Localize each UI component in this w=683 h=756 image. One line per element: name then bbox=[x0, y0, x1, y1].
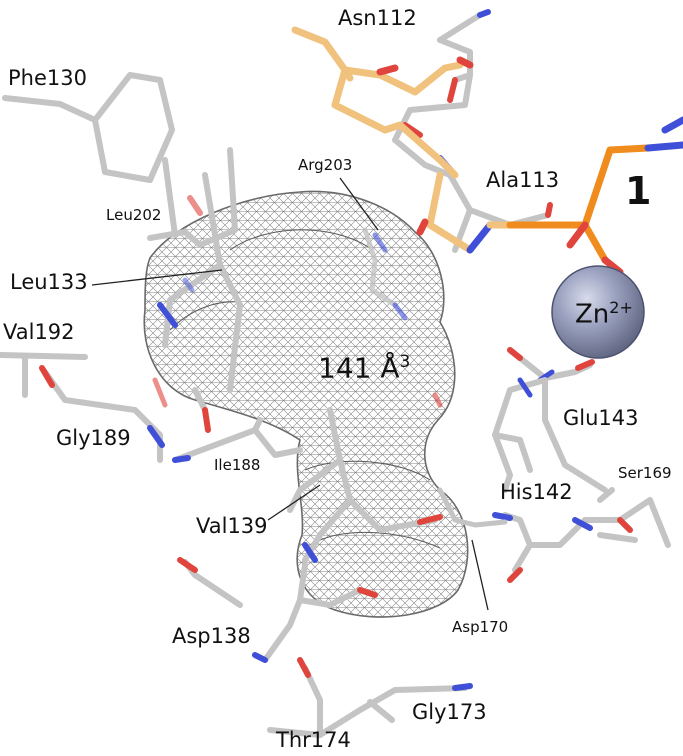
label-asn112: Asn112 bbox=[338, 6, 417, 30]
leu133-residue bbox=[157, 172, 243, 433]
asp138-residue bbox=[177, 557, 378, 663]
label-asp138: Asp138 bbox=[172, 624, 251, 648]
label-pocket-volume: 141 Å3 bbox=[318, 354, 410, 382]
leader-val139 bbox=[267, 484, 321, 521]
label-ser169: Ser169 bbox=[618, 464, 672, 482]
leader-asp170 bbox=[471, 539, 489, 611]
label-ala113: Ala113 bbox=[486, 168, 560, 192]
glu143-residue bbox=[507, 347, 608, 493]
label-zinc: Zn2+ bbox=[575, 300, 633, 328]
zinc-ion bbox=[551, 265, 645, 359]
label-asp170: Asp170 bbox=[452, 618, 509, 636]
val139-residue bbox=[287, 407, 443, 563]
label-arg203: Arg203 bbox=[298, 156, 353, 174]
zinc-symbol: Zn bbox=[575, 299, 610, 330]
val192-residue bbox=[0, 352, 88, 398]
his142-residue bbox=[492, 377, 588, 583]
label-leu202: Leu202 bbox=[106, 206, 162, 224]
label-gly173: Gly173 bbox=[412, 700, 487, 724]
gly173-residue bbox=[357, 683, 473, 723]
label-glu143: Glu143 bbox=[563, 406, 639, 430]
arg203-residue bbox=[362, 227, 408, 321]
protein-sticks bbox=[0, 9, 671, 738]
ser169-residue bbox=[572, 487, 671, 548]
phe130-residue bbox=[2, 72, 175, 183]
gly189-residue bbox=[39, 365, 168, 463]
ile188-residue bbox=[172, 417, 303, 463]
label-thr174: Thr174 bbox=[276, 728, 351, 752]
label-val192: Val192 bbox=[3, 320, 75, 344]
leader-leu133 bbox=[91, 269, 223, 286]
label-ile188: Ile188 bbox=[214, 456, 261, 474]
leader-lines bbox=[91, 177, 489, 611]
label-compound-1: 1 bbox=[625, 169, 652, 213]
zinc-charge: 2+ bbox=[609, 298, 633, 317]
thr174-residue bbox=[267, 657, 363, 738]
label-leu133: Leu133 bbox=[10, 270, 88, 294]
ligand-compound-1 bbox=[291, 26, 683, 276]
pocket-volume-exponent: 3 bbox=[399, 352, 411, 372]
label-phe130: Phe130 bbox=[8, 66, 87, 90]
asp170-residue bbox=[432, 392, 508, 528]
label-gly189: Gly189 bbox=[56, 426, 131, 450]
label-val139: Val139 bbox=[196, 514, 268, 538]
leader-arg203 bbox=[339, 177, 379, 231]
pocket-volume-value: 141 Å bbox=[318, 351, 400, 385]
label-his142: His142 bbox=[500, 480, 573, 504]
